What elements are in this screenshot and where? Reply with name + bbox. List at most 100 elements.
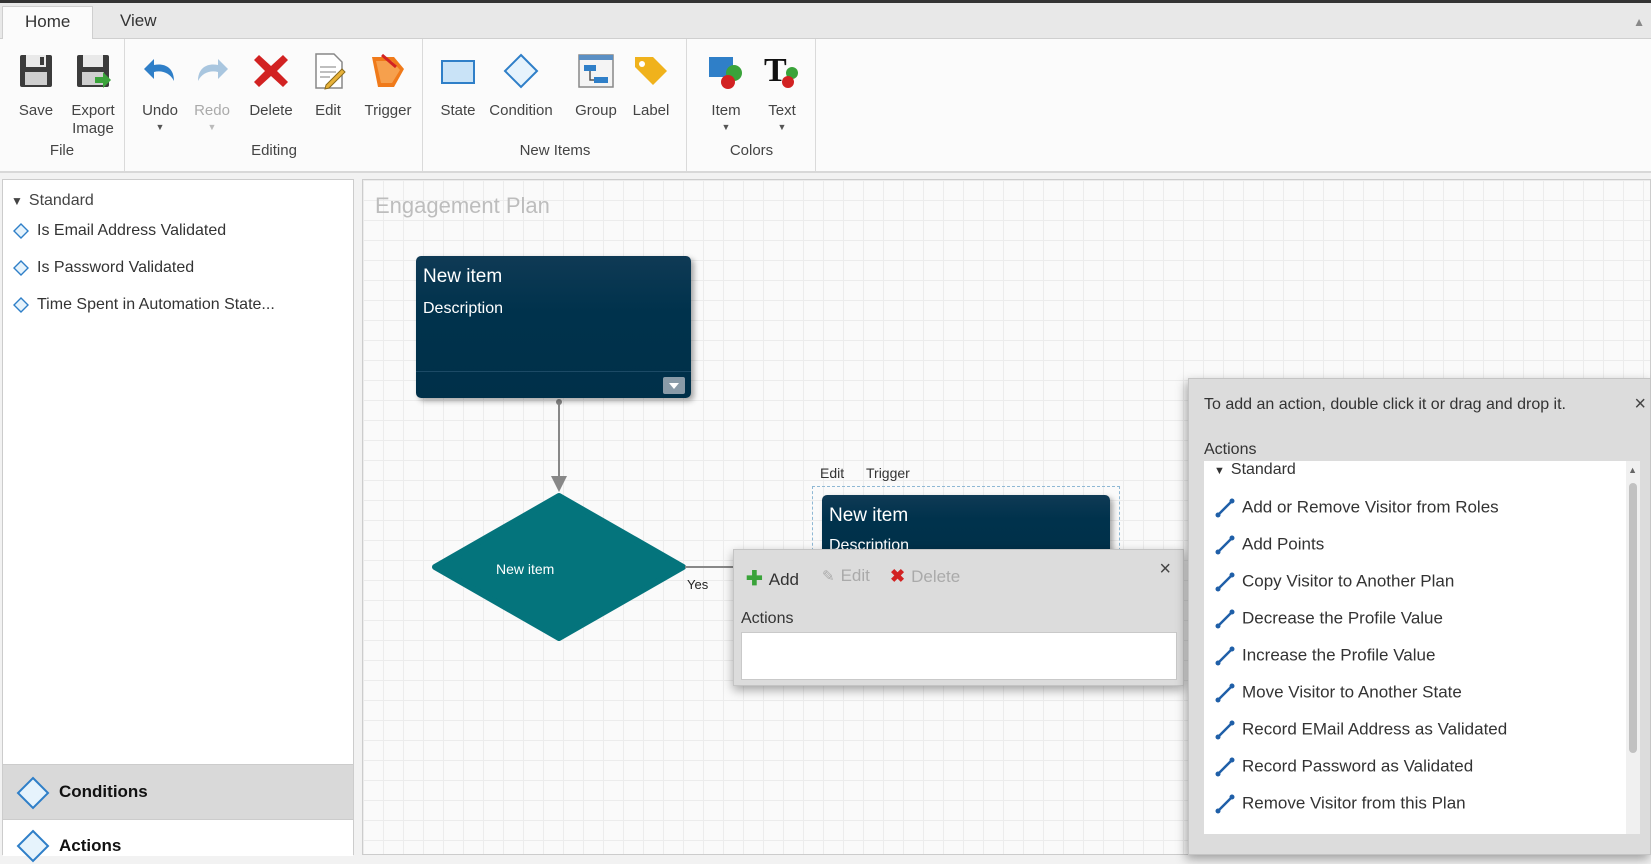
action-connector-icon [1215, 646, 1235, 666]
action-connector-icon [1215, 757, 1235, 777]
item-dropdown-icon[interactable]: ▼ [721, 122, 731, 132]
red-x-icon: ✖ [890, 566, 906, 586]
tab-home[interactable]: Home [2, 6, 94, 40]
pencil-icon: ✎ [822, 568, 835, 585]
item-color-button[interactable]: Item ▼ [704, 51, 748, 132]
delete-label: Delete [249, 102, 293, 119]
state-button[interactable]: State [438, 51, 478, 120]
floppy-disk-icon [20, 55, 52, 87]
standard-group-header[interactable]: ▼Standard [11, 192, 94, 210]
state-node-2[interactable]: New item Description [822, 495, 1110, 555]
edit-button[interactable]: Edit [308, 51, 348, 120]
condition-diamond [432, 493, 686, 641]
edit-label: Edit [315, 102, 341, 119]
condition-item-label: Is Password Validated [37, 259, 195, 276]
export-image-button[interactable]: Export Image [66, 51, 120, 138]
undo-button[interactable]: Undo ▼ [138, 51, 182, 132]
action-connector-icon [1215, 535, 1235, 555]
triangle-down-icon: ▼ [1214, 465, 1225, 477]
undo-dropdown-icon[interactable]: ▼ [155, 122, 165, 132]
label-button[interactable]: Label [628, 51, 674, 120]
action-item-label: Move Visitor to Another State [1242, 682, 1462, 702]
list-item[interactable]: Record EMail Address as Validated [1214, 719, 1507, 741]
close-icon[interactable]: × [1159, 558, 1171, 580]
text-dropdown-icon[interactable]: ▼ [777, 122, 787, 132]
trigger-button[interactable]: Trigger [360, 51, 416, 120]
plus-icon: ✚ [746, 568, 763, 590]
action-item-label: Increase the Profile Value [1242, 645, 1436, 665]
ribbon-collapse-icon[interactable]: ▲ [1633, 15, 1645, 29]
list-item[interactable]: Time Spent in Automation State... [13, 296, 275, 314]
state-footer [416, 371, 691, 398]
trigger-icon [372, 53, 404, 87]
scrollbar-thumb[interactable] [1629, 483, 1637, 753]
action-item-label: Copy Visitor to Another Plan [1242, 571, 1455, 591]
condition-item-label: Time Spent in Automation State... [37, 296, 275, 313]
ribbon-group-title-new-items: New Items [519, 142, 591, 159]
condition-diamond-icon [16, 776, 50, 810]
list-item[interactable]: Is Email Address Validated [13, 222, 226, 240]
save-button[interactable]: Save [14, 51, 58, 120]
group-button[interactable]: Group [572, 51, 620, 120]
connector-anchor [556, 399, 562, 405]
scroll-up-arrow-icon[interactable]: ▲ [1628, 465, 1637, 475]
redo-dropdown-icon[interactable]: ▼ [207, 122, 217, 132]
list-item[interactable]: Move Visitor to Another State [1214, 682, 1462, 704]
actions-accordion-label: Actions [59, 836, 122, 855]
ribbon-group-colors: Item ▼ T Text ▼ Colors [688, 39, 816, 171]
scrollbar[interactable]: ▲ [1626, 461, 1640, 834]
actions-accordion-header[interactable]: Actions [3, 820, 353, 863]
list-item[interactable]: Add or Remove Visitor from Roles [1214, 497, 1499, 519]
add-action-button[interactable]: ✚ Add [746, 566, 799, 591]
undo-label: Undo [142, 102, 178, 119]
ribbon-group-file: Save Export Image File [0, 39, 125, 171]
yes-branch-label: Yes [687, 577, 709, 592]
chevron-down-icon[interactable] [663, 377, 685, 394]
delete-action-button[interactable]: ✖ Delete [890, 566, 960, 587]
action-item-label: Record Password as Validated [1242, 756, 1474, 776]
redo-button[interactable]: Redo ▼ [190, 51, 234, 132]
ribbon-group-title-editing: Editing [251, 142, 297, 159]
export-label-line2: Image [72, 120, 114, 137]
condition-button[interactable]: Condition [486, 51, 556, 120]
conditions-accordion-header[interactable]: Conditions [3, 764, 353, 820]
state-node-1[interactable]: New item Description [416, 256, 691, 398]
selection-edit-link[interactable]: Edit [820, 465, 845, 481]
window-top-border [0, 0, 1651, 3]
item-color-icon [709, 57, 742, 89]
add-label: Add [768, 570, 800, 589]
condition-item-label: Is Email Address Validated [37, 222, 227, 239]
group-label: Group [575, 102, 617, 119]
redo-label: Redo [194, 102, 230, 119]
action-library-popup: To add an action, double click it or dra… [1188, 378, 1651, 855]
list-item[interactable]: Add Points [1214, 534, 1324, 556]
close-icon[interactable]: × [1634, 393, 1646, 415]
action-connector-icon [1215, 794, 1235, 814]
export-label-line1: Export [71, 102, 115, 119]
trigger-label: Trigger [364, 102, 412, 119]
condition-node-label[interactable]: New item [496, 561, 555, 577]
list-item[interactable]: Remove Visitor from this Plan [1214, 793, 1466, 815]
svg-text:T: T [764, 52, 787, 89]
action-library-list[interactable]: ▼Standard Add or Remove Visitor from Rol… [1204, 461, 1640, 834]
actions-list[interactable] [741, 632, 1177, 680]
delete-button[interactable]: Delete [246, 51, 296, 120]
list-item[interactable]: Is Password Validated [13, 259, 194, 277]
text-color-button[interactable]: T Text ▼ [760, 51, 804, 132]
list-item[interactable]: Record Password as Validated [1214, 756, 1473, 778]
state-rectangle-icon [441, 60, 475, 84]
action-connector-icon [1215, 572, 1235, 592]
connector-arrowhead [551, 476, 567, 492]
ribbon-group-editing: Undo ▼ Redo ▼ Delete Edit [126, 39, 423, 171]
action-shape-icon [16, 829, 50, 863]
standard-group-header[interactable]: ▼Standard [1214, 461, 1296, 479]
ribbon-group-new-items: State Condition Group Label N [424, 39, 687, 171]
edit-action-button[interactable]: ✎Edit [822, 566, 870, 586]
tab-view[interactable]: View [120, 11, 157, 30]
list-item[interactable]: Copy Visitor to Another Plan [1214, 571, 1454, 593]
list-item[interactable]: Increase the Profile Value [1214, 645, 1435, 667]
list-item[interactable]: Decrease the Profile Value [1214, 608, 1443, 630]
selection-trigger-link[interactable]: Trigger [866, 465, 910, 481]
standard-group-label: Standard [28, 192, 94, 209]
delete-label: Delete [911, 567, 961, 586]
